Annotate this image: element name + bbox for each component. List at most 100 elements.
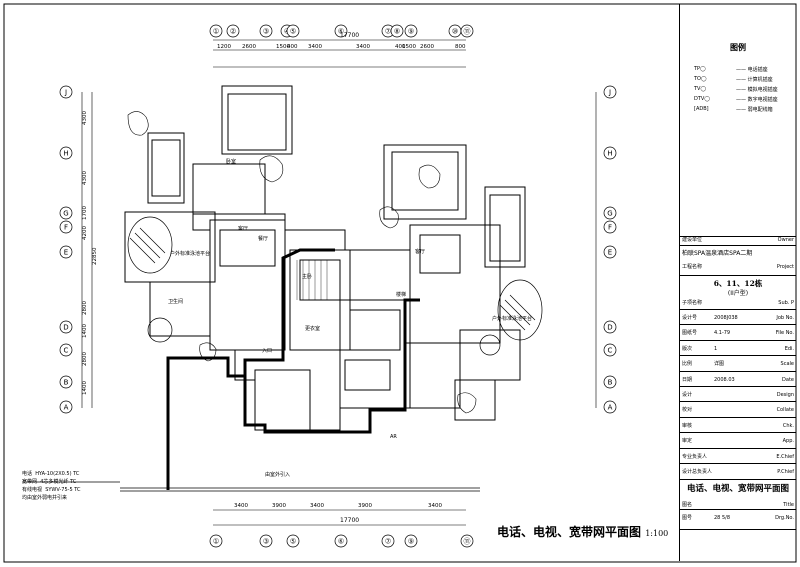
legend-code: TP◯ — [694, 66, 706, 72]
dim-top-4: 400 — [287, 44, 298, 50]
row-label: 版次 — [682, 345, 693, 352]
axis-left-A-circle — [59, 400, 73, 414]
room-label-1: 卧室 — [226, 158, 236, 165]
axis-bottom-4-circle — [334, 534, 348, 548]
axis-right-E: E — [608, 249, 612, 257]
room-label-8: 客厅 — [415, 248, 425, 255]
project-row: 柏联SPA温泉酒店SPA二期 工程名称 Project — [680, 245, 796, 276]
room-label-4: 餐厅 — [258, 235, 268, 242]
room-label-9: 楼梯 — [396, 291, 406, 298]
axis-top-11: ⑪ — [464, 28, 471, 36]
axis-top-3-circle — [259, 24, 273, 38]
axis-right-F-circle — [603, 220, 617, 234]
row-label-en: Design — [776, 392, 794, 398]
row-label: 专业负责人 — [682, 453, 708, 460]
axis-left-C: C — [64, 347, 69, 355]
axis-bottom-2-circle — [259, 534, 273, 548]
row-value: 2008J038 — [714, 315, 738, 321]
axis-top-11-circle — [460, 24, 474, 38]
axis-left-B: B — [64, 379, 69, 387]
row-label: 比例 — [682, 361, 693, 368]
row-label-en: Collate — [776, 407, 794, 414]
axis-left-E: E — [64, 249, 68, 257]
axis-right-B: B — [608, 379, 613, 387]
dim-bottom-3: 3400 — [310, 503, 324, 509]
axis-bottom-4: ⑥ — [338, 538, 344, 546]
title-block-drawing-title: 电话、电视、宽带网平面图 — [686, 484, 789, 494]
axis-right-B-circle — [603, 375, 617, 389]
axis-top-5-circle — [286, 24, 300, 38]
dim-top-8: 1500 — [402, 44, 416, 50]
axis-right-E-circle — [603, 245, 617, 259]
axis-right-A-circle — [603, 400, 617, 414]
note-phone: 电话 HYA-10(2X0.5) TC — [22, 471, 80, 477]
axis-left-D: D — [63, 324, 68, 332]
axis-left-C-circle — [59, 343, 73, 357]
drawing-title: 电话、电视、宽带网平面图 — [497, 525, 642, 539]
row-value: 4.1-79 — [714, 330, 731, 337]
dim-top-5: 3400 — [308, 44, 322, 50]
legend-text: —— 模拟电视插座 — [736, 87, 778, 93]
dim-left-1: 4300 — [82, 111, 88, 125]
dim-top-2: 2600 — [242, 44, 256, 50]
dim-left-8: 2800 — [82, 352, 88, 366]
axis-left-A: A — [64, 404, 69, 412]
note-catv: 有线电视 SYWV-75-5 TC — [22, 487, 81, 493]
row-label-en: Job No. — [776, 315, 794, 321]
axis-top-2-circle — [226, 24, 240, 38]
axis-right-D-circle — [603, 320, 617, 334]
legend-text: —— 计算机插座 — [736, 77, 773, 83]
axis-top-8: ⑧ — [394, 28, 400, 36]
note-broadband: 宽带网 4芯多模光纤 TC — [22, 479, 77, 485]
axis-bottom-3: ⑤ — [290, 538, 296, 546]
axis-bottom-7: ⑪ — [464, 538, 471, 546]
drawing-scale: 1:100 — [645, 529, 669, 538]
axis-top-9: ⑨ — [408, 28, 414, 36]
row-value: 详图 — [714, 361, 725, 368]
title-block-row: 校对 Collate — [680, 401, 796, 417]
axis-right-C-circle — [603, 343, 617, 357]
axis-left-J: J — [64, 89, 67, 97]
building-name: 6、11、12栋 — [713, 279, 763, 288]
row-label: 审核 — [682, 422, 693, 429]
row-label: 校对 — [682, 407, 693, 414]
dim-left-3: 1700 — [82, 206, 88, 220]
axis-top-2: ② — [230, 28, 236, 36]
axis-right-C: C — [608, 347, 613, 355]
axis-right-J: J — [608, 89, 611, 97]
axis-right-H: H — [607, 150, 612, 158]
building-sub: (II户型) — [727, 290, 749, 297]
row-label-en: File No. — [775, 330, 794, 337]
legend-text: —— 电话插座 — [736, 67, 768, 73]
axis-left-D-circle — [59, 320, 73, 334]
axis-top-8-circle — [390, 24, 404, 38]
legend-code: [ADB] — [694, 106, 709, 112]
axis-top-1: ① — [213, 28, 219, 36]
row-label-en: P.Chief — [777, 469, 794, 475]
axis-bottom-5-circle — [381, 534, 395, 548]
dim-top-3: 1500 — [276, 44, 290, 50]
axis-right-H-circle — [603, 146, 617, 160]
room-label-10: 户外标准泳池平台 — [170, 250, 210, 257]
room-label-2: 客厅 — [238, 225, 248, 232]
sheet-number: 28 5/8 — [714, 515, 730, 521]
axis-bottom-1: ① — [213, 538, 219, 546]
row-value: 2008.03 — [714, 376, 735, 383]
dim-bottom-1: 3400 — [234, 503, 248, 509]
axis-left-H-circle — [59, 146, 73, 160]
axis-top-1-circle — [209, 24, 223, 38]
axis-top-3: ③ — [263, 28, 269, 36]
room-label-12: AR — [390, 434, 397, 440]
sheet-bottom — [680, 529, 796, 562]
legend-text: —— 弱电配线箱 — [736, 107, 773, 113]
axis-left-F-circle — [59, 220, 73, 234]
axis-bottom-6: ⑨ — [408, 538, 414, 546]
axis-bottom-5: ⑦ — [385, 538, 391, 546]
